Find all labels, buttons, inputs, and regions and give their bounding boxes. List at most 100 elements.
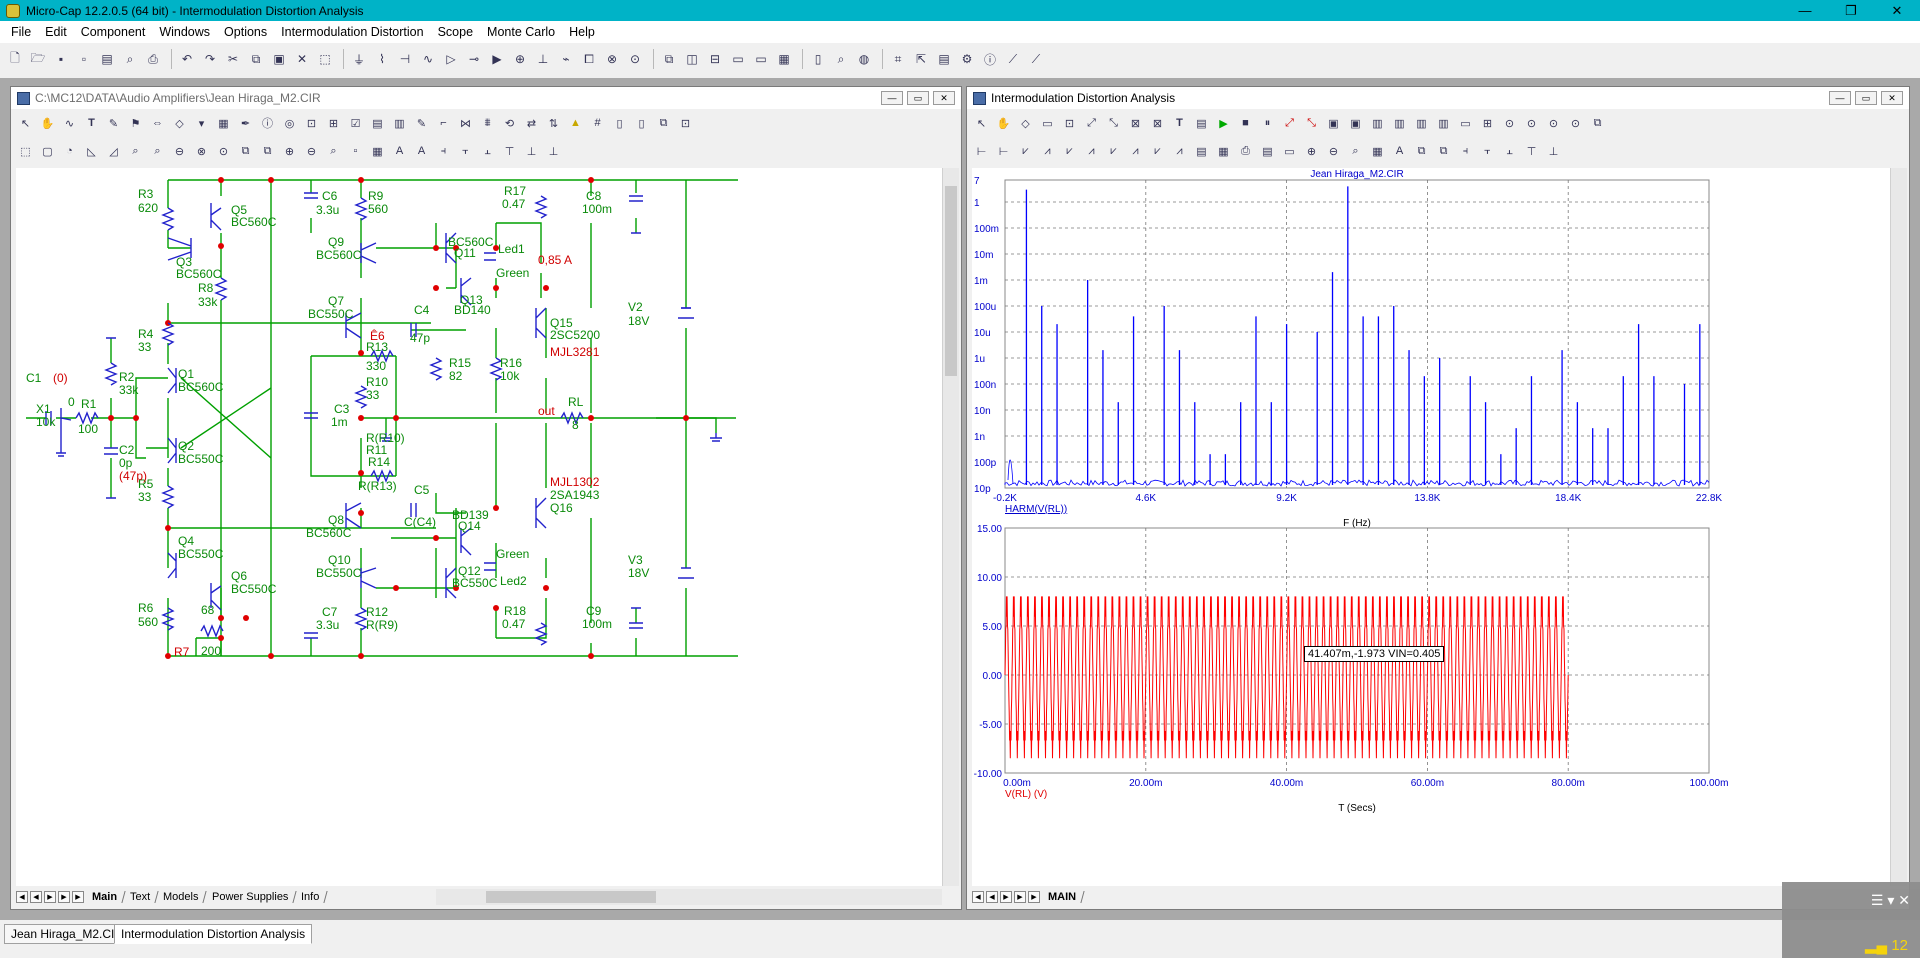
peak-icon[interactable]: ⊙ — [1504, 117, 1515, 130]
font-icon[interactable]: A — [1395, 145, 1404, 157]
fit-icon[interactable]: ▭ — [1284, 145, 1295, 158]
grid-icon[interactable]: ▦ — [218, 117, 229, 130]
cursor-valley-icon[interactable]: ⩗ — [1022, 144, 1029, 157]
graph2-icon[interactable]: ⟋ — [1031, 51, 1041, 66]
pen-icon[interactable]: ✒ — [240, 117, 251, 130]
page-icon[interactable]: ▯ — [814, 52, 822, 66]
cascade-icon[interactable]: ⧉ — [664, 51, 674, 66]
menu-windows[interactable]: Windows — [159, 25, 211, 39]
menu-help[interactable]: Help — [569, 25, 595, 39]
tab-scroll-first-icon[interactable]: ◀ — [972, 891, 984, 903]
grid-view-icon[interactable]: ▦ — [1372, 145, 1383, 158]
minimize-icon[interactable]: — — [1798, 3, 1812, 18]
valley-icon[interactable]: ⊙ — [1526, 117, 1537, 130]
tab-power-supplies[interactable]: Power Supplies — [204, 891, 297, 903]
cancel-icon[interactable]: ⊗ — [196, 145, 207, 158]
wire-mode-icon[interactable]: ∿ — [64, 117, 75, 130]
close-icon[interactable]: ✕ — [1891, 2, 1903, 18]
align-left-icon[interactable]: ⫞ — [440, 144, 447, 157]
split-icon[interactable]: ⋈ — [460, 117, 471, 130]
tab-scroll-prev-icon[interactable]: ◀ — [986, 891, 998, 903]
cursor-mode-icon[interactable]: ⊢ — [976, 145, 987, 158]
window-tab-schematic[interactable]: Jean Hiraga_M2.CIR — [4, 924, 131, 944]
schematic-close-icon[interactable]: ✕ — [933, 91, 955, 105]
align-center-icon[interactable]: ⫟ — [462, 144, 469, 157]
print-icon[interactable]: ⎙ — [1241, 144, 1250, 157]
menu-scope[interactable]: Scope — [437, 25, 474, 39]
edit-icon[interactable]: ✎ — [416, 117, 427, 130]
grid-text-icon[interactable]: ▥ — [1438, 117, 1449, 130]
floating-widget[interactable]: ☰ ▾ ✕ ▂▄ 12 — [1782, 882, 1920, 958]
horizontal-grid-icon[interactable]: ▥ — [1372, 117, 1383, 130]
vertical-grid-icon[interactable]: ▥ — [1394, 117, 1405, 130]
stop-icon[interactable]: ■ — [1242, 117, 1249, 129]
cut-icon[interactable]: ✂ — [227, 52, 239, 66]
tab-models[interactable]: Models — [155, 891, 208, 903]
pan-mode-icon[interactable]: ✋ — [40, 117, 55, 130]
cursor-max-icon[interactable]: ⩘ — [1132, 144, 1139, 157]
copy-icon[interactable]: ⧉ — [251, 51, 261, 66]
menu-file[interactable]: File — [11, 25, 32, 39]
zoom-out-icon[interactable]: ⊖ — [306, 145, 317, 158]
minor-grid-icon[interactable]: ▥ — [1416, 117, 1427, 130]
tab-info[interactable]: Info — [293, 891, 329, 903]
schematic-vscroll-thumb[interactable] — [945, 186, 957, 376]
text-mode-icon[interactable]: T — [88, 117, 95, 129]
tab-text[interactable]: Text — [122, 891, 159, 903]
zoom-fit-icon[interactable]: ⌕ — [330, 144, 337, 157]
cursor-export-icon[interactable]: ▤ — [1196, 145, 1207, 158]
cursor-peak-icon[interactable]: ⊢ — [998, 145, 1009, 158]
pan-mode-icon[interactable]: ✋ — [996, 117, 1011, 130]
menu-component[interactable]: Component — [80, 25, 146, 39]
schematic-maximize-icon[interactable]: ▭ — [907, 91, 929, 105]
hide-icon[interactable]: ▫ — [353, 145, 358, 157]
select-mode-icon[interactable]: ↖ — [20, 117, 31, 130]
find-icon[interactable]: ⌕ — [132, 144, 139, 157]
restore-scale-icon[interactable]: ⤡ — [1109, 116, 1118, 129]
diode-icon[interactable]: ▷ — [446, 52, 456, 66]
align-bottom-icon[interactable]: ⊥ — [548, 145, 559, 158]
more-icon[interactable]: ⊙ — [218, 145, 229, 158]
analysis-maximize-icon[interactable]: ▭ — [1855, 91, 1877, 105]
scale-red2-icon[interactable]: ⤡ — [1307, 116, 1316, 129]
run-icon[interactable]: ▶ — [1219, 117, 1228, 130]
tab-scroll-last-icon[interactable]: ▶ — [58, 891, 70, 903]
info-icon[interactable]: ⓘ — [983, 52, 996, 67]
tab-main[interactable]: Main — [84, 891, 126, 903]
save-icon[interactable]: ▪ — [58, 52, 64, 66]
zoom-out-icon[interactable]: ⊖ — [1328, 145, 1339, 158]
font-color-icon[interactable]: A — [417, 145, 426, 157]
restore-icon[interactable]: ❐ — [1845, 2, 1857, 18]
redo-icon[interactable]: ↷ — [204, 52, 216, 66]
tab-main-plot[interactable]: MAIN — [1040, 891, 1085, 903]
export-icon[interactable]: ⧉ — [1593, 116, 1602, 129]
switch-icon[interactable]: ⌁ — [562, 52, 570, 66]
properties-icon[interactable]: ▤ — [938, 52, 950, 66]
font-icon[interactable]: A — [395, 145, 404, 157]
align-middle-icon[interactable]: ⊥ — [526, 145, 537, 158]
numeric-output-icon[interactable]: ▦ — [1218, 145, 1229, 158]
flip-icon[interactable]: ⇅ — [548, 117, 559, 130]
schematic-vertical-scrollbar[interactable] — [942, 168, 959, 886]
menu-options[interactable]: Options — [224, 25, 268, 39]
draw-icon[interactable]: ✎ — [108, 117, 119, 130]
voltage-icon[interactable]: ⊡ — [306, 117, 317, 130]
zoom-box-icon[interactable]: ⊡ — [1064, 117, 1075, 130]
tab-scroll-next-icon[interactable]: ▶ — [44, 891, 56, 903]
flag-icon[interactable]: ⚑ — [130, 117, 141, 130]
graph-icon[interactable]: ⟋ — [1008, 51, 1018, 66]
schematic-canvas[interactable]: R3 620 Q5 BC560C Q3 BC560C R8 33k R4 33 … — [16, 168, 942, 886]
current-icon[interactable]: ⊞ — [328, 117, 339, 130]
split-view-icon[interactable]: ⊞ — [1482, 117, 1493, 130]
component-icon[interactable]: ⧠ — [584, 51, 594, 66]
opamp-icon[interactable]: ▶ — [492, 52, 502, 66]
scope-icon[interactable]: ⌗ — [894, 51, 902, 66]
check-icon[interactable]: ☑ — [350, 117, 361, 130]
analysis-minimize-icon[interactable]: — — [1829, 91, 1851, 105]
pin-icon[interactable]: ⊙ — [629, 52, 641, 66]
cursor-slope-icon[interactable]: ⩘ — [1088, 144, 1095, 157]
tab-scroll-end-icon[interactable]: ▶ — [1028, 891, 1040, 903]
align-center-icon[interactable]: ⫟ — [1484, 144, 1491, 157]
paste-page-icon[interactable]: ⧉ — [263, 144, 272, 157]
table-icon[interactable]: ▤ — [1262, 145, 1273, 158]
